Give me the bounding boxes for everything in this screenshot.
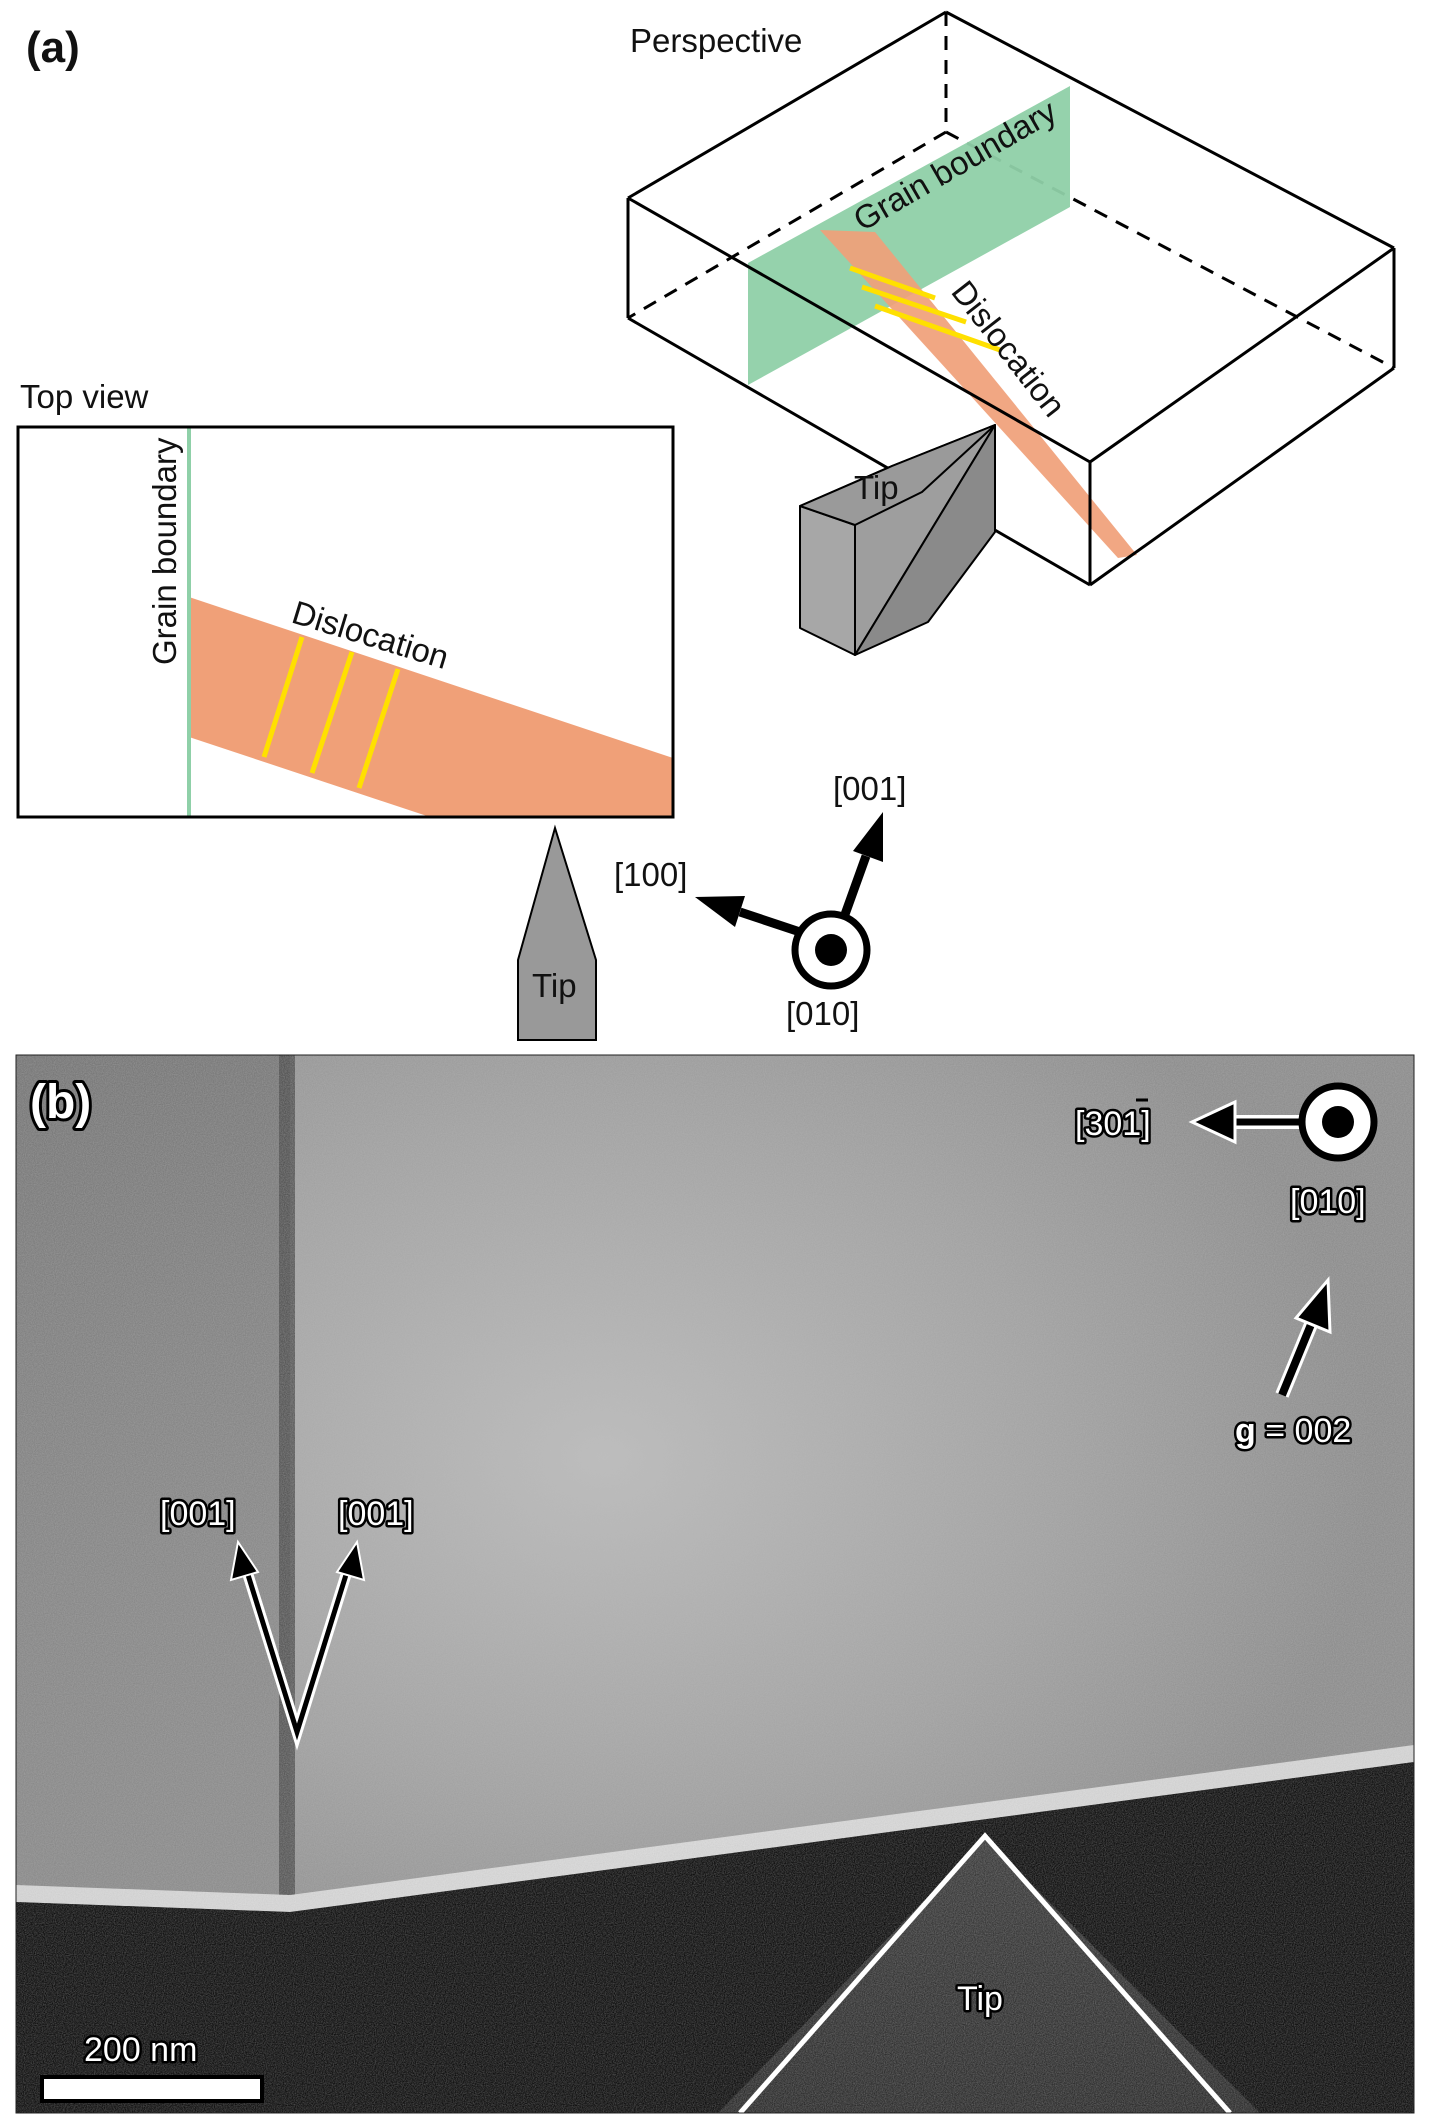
- axis-001-arrowhead: [853, 812, 883, 862]
- perspective-grain-boundary-plane: [748, 86, 1070, 385]
- top-view-title: Top view: [20, 378, 149, 415]
- right-grain-arrowhead: [335, 1539, 366, 1582]
- panel-b-frame: [15, 1054, 1415, 2114]
- perspective-tip-label: Tip: [854, 469, 899, 506]
- panel-a-label: (a): [26, 23, 80, 72]
- direction-marker: [301] [010]: [1073, 1082, 1378, 1224]
- top-view-grain-boundary-label: Grain boundary: [146, 437, 183, 665]
- axis-001-label: [001]: [833, 770, 906, 807]
- box-visible-edges: [626, 10, 1396, 587]
- tip-outline: [738, 1832, 1232, 2113]
- g-vector: g = 002: [1233, 1276, 1354, 1453]
- perspective-title: Perspective: [630, 22, 802, 59]
- axis-010-label: [010]: [786, 995, 859, 1032]
- scale-bar-label: 200 nm: [84, 2031, 197, 2069]
- axis-100-label: [100]: [614, 856, 687, 893]
- direction-010-label: [010]: [1290, 1183, 1366, 1221]
- direction-301-label: [301]: [1075, 1105, 1151, 1143]
- top-view: Top view Grain boundary Dislocation Tip: [16, 378, 675, 1041]
- right-grain-direction-label: [001]: [338, 1495, 414, 1533]
- panel-b: Tip (b) [301] [010] g = 002 [001]: [16, 1055, 1414, 2113]
- perspective-tip: [799, 424, 996, 656]
- panel-b-label: (b): [30, 1076, 91, 1129]
- perspective-slip-lines: [849, 265, 1001, 353]
- g-vector-arrowhead: [1293, 1276, 1332, 1335]
- g-vector-label: g = 002: [1235, 1412, 1351, 1450]
- panel-a: (a) Perspective: [16, 10, 1396, 1041]
- top-view-tip: [517, 824, 597, 1041]
- top-view-dislocation-band: [189, 597, 673, 817]
- perspective-view: Perspective: [626, 10, 1396, 656]
- top-view-slip-lines: [261, 636, 401, 789]
- direction-301-arrowhead: [1188, 1099, 1237, 1145]
- tip-label-micrograph: Tip: [957, 1980, 1003, 2018]
- axis-100-arrowhead: [695, 896, 745, 927]
- axes-indicator: [001] [100] [010]: [614, 770, 906, 1032]
- scale-bar: 200 nm: [40, 2029, 264, 2103]
- left-grain-direction-label: [001]: [160, 1495, 236, 1533]
- grain-direction-arrows: [229, 1539, 366, 1751]
- left-grain-arrowhead: [229, 1539, 260, 1582]
- top-view-tip-label: Tip: [532, 967, 577, 1004]
